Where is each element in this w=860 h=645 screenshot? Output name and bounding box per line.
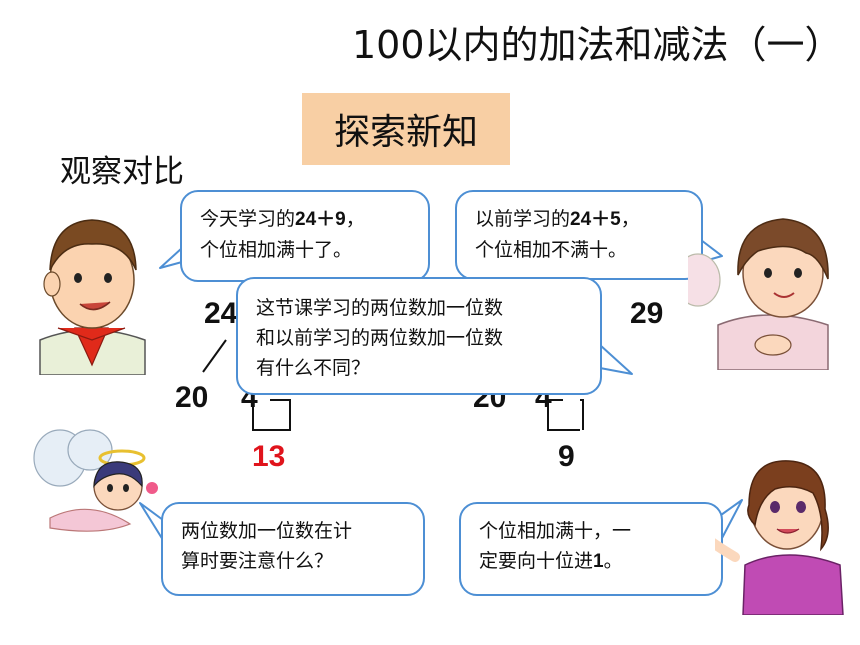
right-bracket: [547, 399, 580, 431]
left-branch-line: [202, 339, 227, 373]
question-speech-bubble: 这节课学习的两位数加一位数 和以前学习的两位数加一位数 有什么不同？: [236, 277, 602, 395]
angel-line-2: 算时要注意什么？: [181, 550, 334, 572]
left-calc-top: 24: [204, 297, 238, 330]
left-calc-tens: 20: [175, 381, 209, 414]
question-line-1: 这节课学习的两位数加一位数: [256, 297, 504, 319]
girl-figure-icon: [688, 218, 829, 370]
girl-line-1: 以前学习的24＋5，: [475, 208, 640, 230]
right-calc-sum: 9: [558, 440, 575, 473]
question-bubble-tail: [599, 344, 633, 375]
teacher-figure-icon: [715, 460, 844, 615]
page-title: 100以内的加法和减法（一）: [352, 23, 843, 67]
boy-line-2: 个位相加满十了。: [200, 239, 353, 261]
section-label: 探索新知: [302, 93, 510, 165]
section-label-text: 探索新知: [333, 112, 478, 153]
left-sum-bracket: [270, 399, 291, 431]
teacher-line-2: 定要向十位进1。: [479, 550, 623, 572]
right-bracket-side: [580, 399, 584, 430]
left-calc-sum: 13: [252, 440, 286, 473]
subtitle: 观察对比: [60, 154, 184, 190]
boy-figure-icon: [39, 219, 146, 375]
question-line-2: 和以前学习的两位数加一位数: [256, 327, 504, 349]
right-calc-total: 29: [630, 297, 664, 330]
angel-speech-bubble: 两位数加一位数在计 算时要注意什么？: [161, 502, 425, 596]
question-line-3: 有什么不同？: [256, 357, 371, 379]
left-ones-bracket: [252, 400, 270, 431]
teacher-speech-bubble: 个位相加满十，一 定要向十位进1。: [459, 502, 723, 596]
boy-speech-bubble: 今天学习的24＋9， 个位相加满十了。: [180, 190, 430, 282]
girl-line-2: 个位相加不满十。: [475, 239, 628, 261]
girl-speech-bubble: 以前学习的24＋5， 个位相加不满十。: [455, 190, 703, 280]
boy-line-1: 今天学习的24＋9，: [200, 208, 365, 230]
angel-line-1: 两位数加一位数在计: [181, 520, 353, 542]
angel-figure-icon: [33, 429, 160, 532]
teacher-line-1: 个位相加满十，一: [479, 520, 632, 542]
